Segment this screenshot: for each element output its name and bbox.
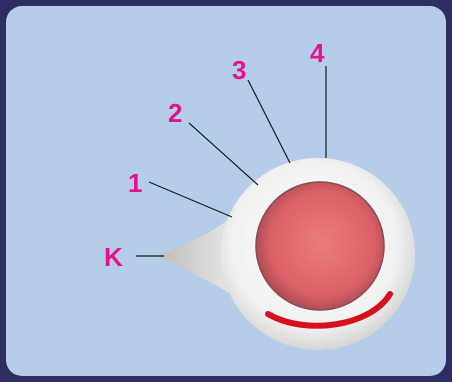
nucleus bbox=[256, 182, 384, 310]
label-1: 1 bbox=[128, 168, 142, 198]
cell-diagram: K 1 2 3 4 bbox=[6, 6, 446, 376]
diagram-panel: K 1 2 3 4 bbox=[6, 6, 446, 376]
leader-line-3 bbox=[248, 80, 290, 163]
label-k: K bbox=[104, 242, 123, 272]
leader-line-1 bbox=[149, 182, 232, 217]
leader-line-2 bbox=[189, 123, 258, 185]
label-3: 3 bbox=[232, 55, 246, 85]
label-2: 2 bbox=[168, 98, 182, 128]
label-4: 4 bbox=[310, 38, 325, 68]
